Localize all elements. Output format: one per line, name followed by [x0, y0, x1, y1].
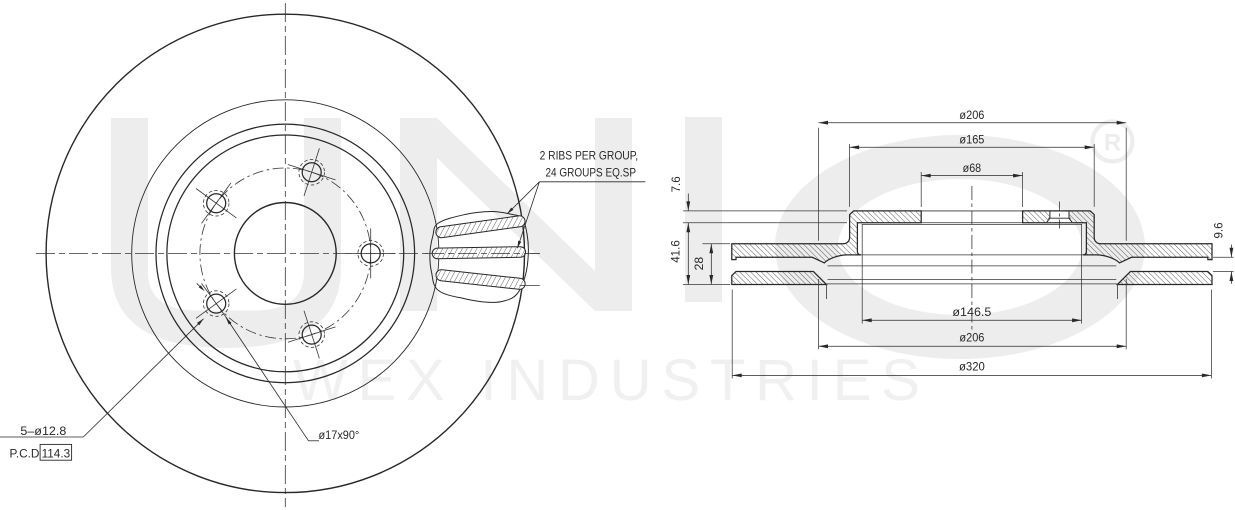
svg-text:ø165: ø165 — [959, 133, 984, 147]
svg-text:ø320: ø320 — [959, 360, 985, 374]
svg-text:5–ø12.8: 5–ø12.8 — [20, 424, 66, 438]
svg-text:24 GROUPS EQ.SP: 24 GROUPS EQ.SP — [546, 165, 637, 179]
svg-text:WEX INDUSTRIES: WEX INDUSTRIES — [293, 348, 930, 413]
svg-text:ø146.5: ø146.5 — [952, 305, 991, 319]
svg-text:ø68: ø68 — [963, 161, 982, 175]
svg-text:114.3: 114.3 — [42, 447, 71, 461]
svg-text:28: 28 — [692, 256, 706, 270]
svg-text:7.6: 7.6 — [669, 176, 683, 192]
svg-text:ø206: ø206 — [959, 108, 984, 122]
svg-text:41.6: 41.6 — [669, 240, 683, 263]
svg-text:P.C.D: P.C.D — [10, 447, 40, 461]
svg-text:ø206: ø206 — [959, 331, 984, 345]
svg-text:R: R — [1104, 130, 1121, 157]
svg-text:9.6: 9.6 — [1212, 222, 1226, 238]
svg-text:ø17x90°: ø17x90° — [319, 428, 360, 442]
svg-text:2 RIBS PER GROUP,: 2 RIBS PER GROUP, — [540, 149, 639, 163]
